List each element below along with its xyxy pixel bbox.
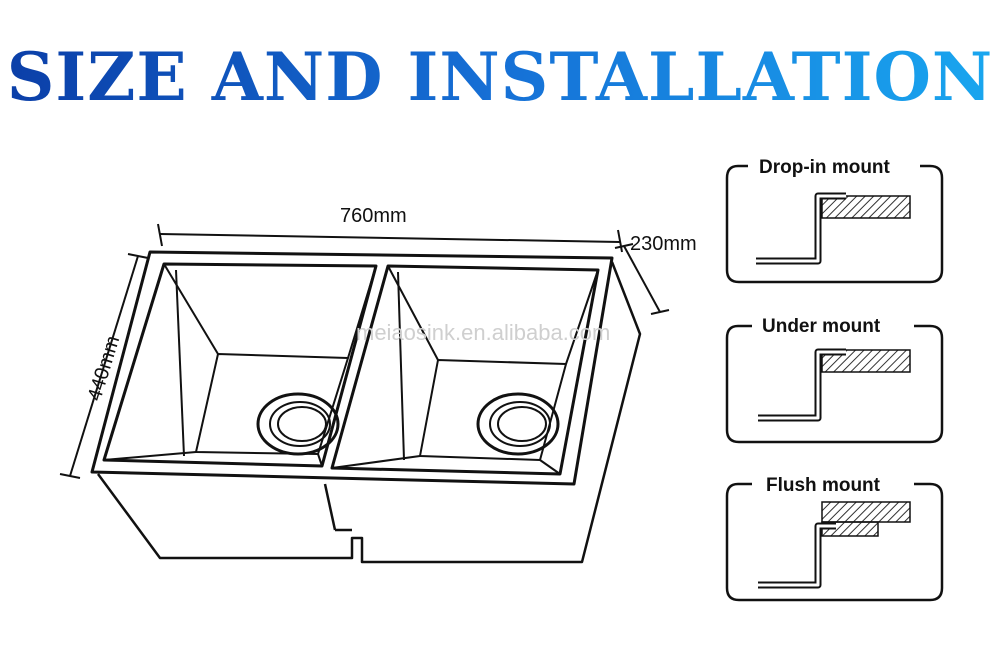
drop-in-mount-box: Drop-in mount	[725, 157, 944, 284]
right-drain	[476, 392, 560, 456]
flush-mount-label: Flush mount	[766, 475, 881, 496]
right-bowl	[331, 265, 599, 475]
sink-body	[96, 261, 642, 564]
left-drain	[256, 392, 340, 456]
left-bowl	[103, 263, 377, 467]
drop-in-mount-label: Drop-in mount	[759, 157, 891, 178]
width-dimension-line	[59, 253, 149, 479]
page-title: SIZE AND INSTALLATION	[6, 38, 994, 116]
watermark: meiaosink.en.alibaba.com	[356, 320, 610, 345]
length-label: 760mm	[340, 205, 407, 227]
sink-rim	[90, 250, 614, 486]
flush-mount-box: Flush mount	[725, 475, 944, 602]
depth-dimension-line	[614, 243, 670, 315]
length-dimension-line	[157, 223, 623, 253]
depth-label: 230mm	[630, 233, 697, 255]
under-mount-box: Under mount	[725, 316, 944, 444]
under-mount-label: Under mount	[762, 316, 881, 337]
